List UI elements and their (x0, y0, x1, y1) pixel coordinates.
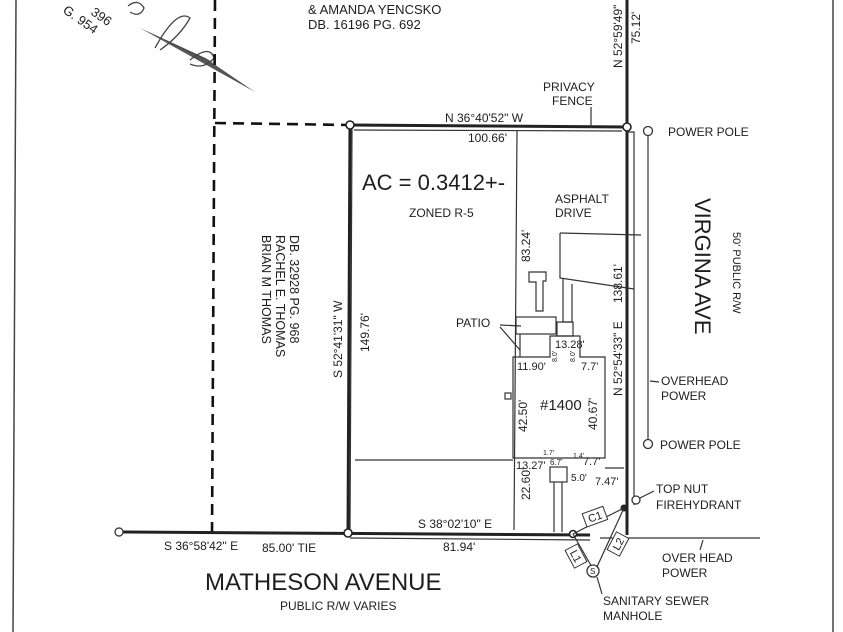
hydrant-leader (639, 490, 655, 499)
boundary-south (118, 530, 591, 537)
north-distance: 100.66' (468, 131, 507, 145)
east-distance: 138.61' (611, 264, 625, 303)
matheson-rw-label: PUBLIC R/W VARIES (280, 599, 396, 613)
setback-rear-dim: 22.60' (519, 468, 533, 500)
virginia-ave-label: VIRGINA AVE (690, 198, 715, 335)
tie-distance: 85.00' TIE (262, 541, 316, 555)
stoop-d-dim: 7.7' (583, 456, 600, 468)
house-top-right-dim: 7.7' (581, 361, 598, 373)
fence-east (627, 131, 635, 505)
drive-edge-top (559, 232, 642, 236)
boundary-west (346, 124, 352, 534)
manhole-label-1: SANITARY SEWER (603, 594, 709, 608)
north-arrow-icon (127, 1, 255, 92)
house-left-dim: 42.50' (516, 400, 530, 432)
north-bearing: N 36°40'52" W (445, 111, 524, 125)
line-l1-tag: L1 (564, 543, 588, 569)
house-top-left-dim: 11.90' (517, 361, 546, 373)
privacy-fence-label-1: PRIVACY (543, 80, 595, 94)
south-bearing: S 38°02'10" E (418, 517, 492, 531)
west-adjoiner-dashed-line (210, 0, 217, 536)
east-bearing: N 52°54'33" E (611, 321, 625, 396)
tie-monument (114, 527, 124, 537)
stoop-a-dim: 1.7' (543, 450, 554, 457)
svg-text:L1: L1 (567, 548, 583, 564)
asphalt-label-1: ASPHALT (555, 192, 609, 206)
power-pole-bottom-label: POWER POLE (660, 438, 741, 452)
fence-west (349, 128, 353, 531)
over-head-power-label-1: OVER HEAD (662, 551, 733, 565)
power-pole-icon (642, 125, 654, 137)
zoning-label: ZONED R-5 (409, 206, 474, 220)
east-ext-distance: 75.12' (629, 12, 643, 44)
sanitary-manhole-icon (586, 564, 600, 578)
over-head-power-label-2: POWER (662, 566, 708, 580)
fire-hydrant-icon (631, 495, 641, 505)
house-number-label: #1400 (540, 397, 582, 414)
svg-text:L2: L2 (611, 536, 627, 552)
manhole-leader (596, 576, 603, 595)
fence-south (349, 537, 591, 541)
hydrant-label-2: FIREHYDRANT (656, 498, 742, 512)
acreage-label: AC = 0.3412+- (362, 170, 505, 195)
house-footprint (512, 335, 606, 459)
porch-left-small-dim: 8.0' (552, 351, 559, 362)
privacy-fence-label-2: FENCE (552, 94, 593, 108)
west-owner-line1: BRIAN M THOMAS (259, 235, 273, 344)
stoop-c-dim: 1.4' (573, 453, 584, 460)
hydrant-label-1: TOP NUT (656, 482, 709, 496)
overhead-power-label-2: POWER (661, 389, 707, 403)
north-owner-line1: & AMANDA YENCSKO (308, 2, 441, 17)
west-bearing: S 52°41'31" W (331, 300, 345, 378)
matheson-ave-label: MATHESON AVENUE (205, 569, 441, 596)
patio-leader-2 (499, 326, 521, 351)
west-owner-line2: RACHEL E. THOMAS (273, 235, 287, 357)
power-pole-top-label: POWER POLE (668, 125, 749, 139)
corner-monument-nw (345, 120, 355, 130)
power-pole-icon (642, 438, 654, 450)
line-l1 (572, 533, 594, 570)
patio-label: PATIO (456, 316, 490, 330)
line-l2-tag: L2 (606, 531, 630, 557)
walkway (562, 278, 573, 323)
manhole-label-2: MANHOLE (603, 609, 662, 623)
porch-right-small-dim: 8.0' (570, 351, 577, 362)
stoop-b-dim: 6.7' (550, 458, 563, 467)
north-adjoiner-dashed-line (214, 121, 351, 127)
north-owner-line2: DB. 16196 PG. 692 (308, 17, 421, 32)
west-owner-line3: DB. 32928 PG. 968 (287, 235, 301, 343)
curve-c1-tag: C1 (581, 505, 609, 528)
line-l2 (595, 507, 625, 570)
patio-leader-1 (499, 324, 522, 327)
south-distance: 81.94' (443, 540, 475, 554)
over-head-leader (699, 539, 704, 551)
west-owner-label: BRIAN M THOMAS RACHEL E. THOMAS DB. 3292… (259, 235, 301, 357)
fence-north (353, 129, 623, 132)
west-distance: 149.76' (358, 313, 372, 352)
drive-edge (559, 233, 635, 290)
house-right-dim: 40.67' (586, 398, 600, 430)
corner-monument-ne (622, 122, 632, 132)
to-line-dim: 7.47' (595, 476, 619, 488)
virginia-rw-label: 50' PUBLIC R/W (730, 232, 742, 314)
east-ext-bearing: N 52°59'49" (611, 5, 625, 68)
utility-box-icon (504, 392, 512, 400)
walkway-structure (528, 271, 547, 312)
tie-bearing: S 36°58'42" E (164, 539, 238, 553)
manhole-symbol: S (590, 567, 595, 576)
svg-text:C1: C1 (587, 510, 604, 526)
patio-shape (515, 316, 557, 335)
frame-left (12, 0, 17, 632)
corner-monument-sw (343, 528, 353, 538)
overhead-leader (649, 380, 660, 383)
stoop-e-dim: 5.0' (571, 473, 587, 484)
setback-front-dim: 83.24' (519, 230, 533, 262)
rear-stoop (549, 466, 568, 483)
porch-width-dim: 13.28' (555, 339, 585, 351)
asphalt-label-2: DRIVE (555, 206, 592, 220)
porch-step (556, 321, 574, 337)
house-bottom-left-dim: 13.27' (516, 460, 546, 472)
overhead-power-label-1: OVERHEAD (661, 374, 729, 388)
